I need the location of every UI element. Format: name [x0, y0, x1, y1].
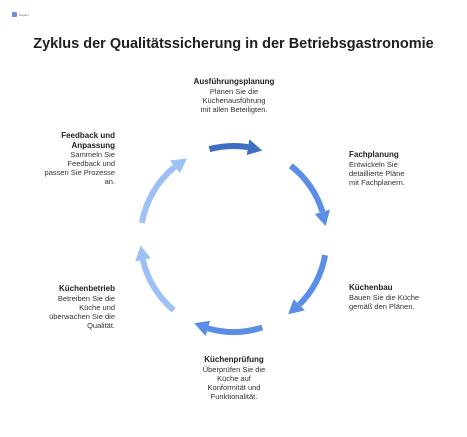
step-kuechenbetrieb: Küchenbetrieb Betreiben Sie die Küche un… — [12, 284, 115, 330]
arrow-kuechenbau-to-kuechenpruefung-head — [288, 299, 305, 315]
step-desc-line: gemäß den Plänen. — [349, 301, 415, 311]
arrow-fachplanung-to-kuechenbau-body — [288, 163, 326, 213]
arrow-kuechenbetrieb-to-feedback-head — [135, 245, 151, 262]
step-desc-line: mit allen Beteiligten. — [200, 104, 268, 114]
arrow-feedback-to-ausfuehrung-head — [169, 158, 187, 173]
step-desc-line: Qualität. — [87, 320, 115, 330]
arrow-kuechenpruefung-to-kuechenbetrieb-body — [207, 324, 264, 335]
step-title: Küchenbau — [349, 283, 393, 292]
step-title: Küchenprüfung — [204, 355, 264, 364]
step-desc-line: überwachen Sie die — [49, 311, 115, 321]
step-desc-line: Konformität und — [207, 382, 261, 392]
arrow-ausfuehrung-to-fachplanung-head — [246, 139, 263, 156]
arrow-ausfuehrung-to-fachplanung-body — [208, 143, 249, 153]
step-fachplanung: Fachplanung Entwickeln Sie detaillierte … — [349, 150, 449, 187]
step-desc-line: passen Sie Prozesse — [44, 168, 115, 178]
step-desc-line: an. — [104, 177, 115, 187]
step-desc-line: Bauen Sie die Küche — [349, 292, 420, 302]
step-desc-line: Entwickeln Sie — [349, 159, 398, 169]
step-desc-line: Planen Sie die — [209, 86, 259, 96]
logo-text: Napkin — [19, 12, 29, 17]
step-desc-line: detaillierte Pläne — [349, 168, 405, 178]
logo-icon — [12, 12, 17, 17]
step-ausfuehrungsplanung: Ausführungsplanung Planen Sie die Küchen… — [175, 77, 293, 114]
step-desc-line: Küchenausführung — [202, 95, 266, 105]
arrow-fachplanung-to-kuechenbau-head — [314, 209, 331, 227]
arrow-kuechenbau-to-kuechenpruefung-body — [297, 254, 329, 307]
step-title: Feedback und — [61, 131, 115, 140]
step-desc-line: Überprüfen Sie die — [202, 364, 266, 374]
step-desc-line: Sammeln Sie — [70, 150, 115, 160]
step-feedback-anpassung: Feedback und Anpassung Sammeln Sie Feedb… — [12, 131, 115, 186]
arrow-kuechenpruefung-to-kuechenbetrieb-head — [194, 320, 211, 337]
step-desc-line: Feedback und — [67, 159, 115, 169]
step-kuechenpruefung: Küchenprüfung Überprüfen Sie die Küche a… — [175, 355, 293, 401]
arrow-kuechenbetrieb-to-feedback-body — [139, 259, 176, 313]
logo: Napkin — [12, 12, 29, 17]
step-title: Fachplanung — [349, 150, 399, 159]
step-desc-line: Küche auf — [217, 373, 251, 383]
step-kuechenbau: Küchenbau Bauen Sie die Küche gemäß den … — [349, 283, 449, 311]
step-desc-line: Küche und — [79, 302, 115, 312]
page-title: Zyklus der Qualitätssicherung in der Bet… — [33, 36, 434, 52]
arrow-feedback-to-ausfuehrung-body — [138, 164, 177, 224]
step-desc-line: Betreiben Sie die — [57, 293, 115, 303]
step-desc-line: Funktionalität. — [210, 391, 258, 401]
step-title: Ausführungsplanung — [193, 77, 275, 86]
step-title: Anpassung — [71, 140, 115, 150]
step-desc-line: mit Fachplanern. — [349, 177, 405, 187]
step-title: Küchenbetrieb — [58, 284, 115, 293]
